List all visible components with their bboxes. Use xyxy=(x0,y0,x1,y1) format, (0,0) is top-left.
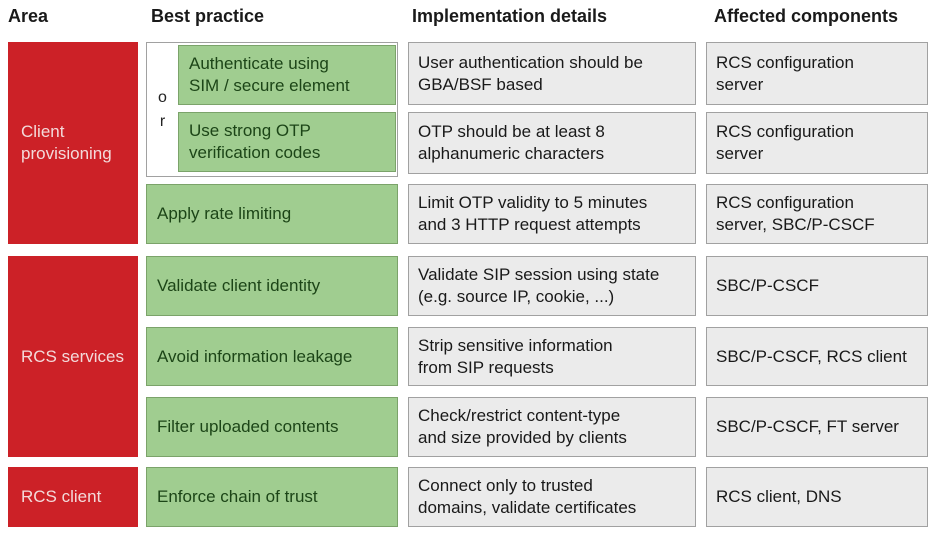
implementation-text: Validate SIP session using state (e.g. s… xyxy=(418,265,660,306)
affected-text: RCS configuration server xyxy=(716,122,854,163)
area-label: RCS client xyxy=(21,487,102,507)
column-header-affected-components: Affected components xyxy=(714,6,899,26)
affected-box-row4: SBC/P-CSCF xyxy=(706,256,928,316)
implementation-text: Check/restrict content-type and size pro… xyxy=(418,406,627,447)
affected-text: SBC/P-CSCF, RCS client xyxy=(716,346,907,366)
column-header-area: Area xyxy=(8,6,49,26)
implementation-box-content-type-size: Check/restrict content-type and size pro… xyxy=(408,397,696,457)
affected-text: RCS configuration server, SBC/P-CSCF xyxy=(716,193,875,234)
affected-box-row7: RCS client, DNS xyxy=(706,467,928,527)
practice-label: Use strong OTP verification codes xyxy=(189,121,321,162)
implementation-box-gba-bsf: User authentication should be GBA/BSF ba… xyxy=(408,42,696,105)
affected-box-row3: RCS configuration server, SBC/P-CSCF xyxy=(706,184,928,244)
area-box-rcs-services: RCS services xyxy=(8,256,138,457)
practice-box-filter-uploaded-contents: Filter uploaded contents xyxy=(146,397,398,457)
implementation-box-otp-length: OTP should be at least 8 alphanumeric ch… xyxy=(408,112,696,174)
practice-box-avoid-information-leakage: Avoid information leakage xyxy=(146,327,398,386)
practice-box-rate-limiting: Apply rate limiting xyxy=(146,184,398,244)
area-label: Client provisioning xyxy=(21,122,112,163)
area-box-client-provisioning: Client provisioning xyxy=(8,42,138,244)
affected-text: SBC/P-CSCF, FT server xyxy=(716,417,899,437)
area-box-rcs-client: RCS client xyxy=(8,467,138,527)
area-label: RCS services xyxy=(21,346,124,366)
affected-box-row2: RCS configuration server xyxy=(706,112,928,174)
practice-box-strong-otp: Use strong OTP verification codes xyxy=(178,112,396,172)
practice-label: Filter uploaded contents xyxy=(157,417,339,437)
practice-label: Enforce chain of trust xyxy=(157,487,318,507)
affected-text: RCS client, DNS xyxy=(716,487,842,507)
column-header-best-practice: Best practice xyxy=(151,6,265,26)
column-header-implementation-details: Implementation details xyxy=(412,6,608,26)
implementation-box-sip-session-state: Validate SIP session using state (e.g. s… xyxy=(408,256,696,316)
practice-box-validate-client-identity: Validate client identity xyxy=(146,256,398,316)
implementation-box-otp-validity: Limit OTP validity to 5 minutes and 3 HT… xyxy=(408,184,696,244)
practice-label: Apply rate limiting xyxy=(157,204,292,224)
affected-text: SBC/P-CSCF xyxy=(716,276,819,296)
practice-box-enforce-chain-of-trust: Enforce chain of trust xyxy=(146,467,398,527)
or-label: or xyxy=(158,89,167,130)
implementation-text: OTP should be at least 8 alphanumeric ch… xyxy=(418,122,605,163)
implementation-box-trusted-domains: Connect only to trusted domains, validat… xyxy=(408,467,696,527)
affected-box-row6: SBC/P-CSCF, FT server xyxy=(706,397,928,457)
practice-label: Validate client identity xyxy=(157,276,321,296)
or-connector: or xyxy=(147,43,178,176)
practice-box-authenticate-sim: Authenticate using SIM / secure element xyxy=(178,45,396,105)
implementation-text: Strip sensitive information from SIP req… xyxy=(418,335,613,377)
practice-label: Avoid information leakage xyxy=(157,346,353,366)
implementation-box-strip-sip-info: Strip sensitive information from SIP req… xyxy=(408,327,696,386)
affected-box-row5: SBC/P-CSCF, RCS client xyxy=(706,327,928,386)
implementation-text: Limit OTP validity to 5 minutes and 3 HT… xyxy=(418,193,648,234)
affected-text: RCS configuration server xyxy=(716,52,854,94)
implementation-text: User authentication should be GBA/BSF ba… xyxy=(418,52,643,94)
affected-box-row1: RCS configuration server xyxy=(706,42,928,105)
implementation-text: Connect only to trusted domains, validat… xyxy=(418,476,637,517)
practice-label: Authenticate using SIM / secure element xyxy=(189,54,350,95)
